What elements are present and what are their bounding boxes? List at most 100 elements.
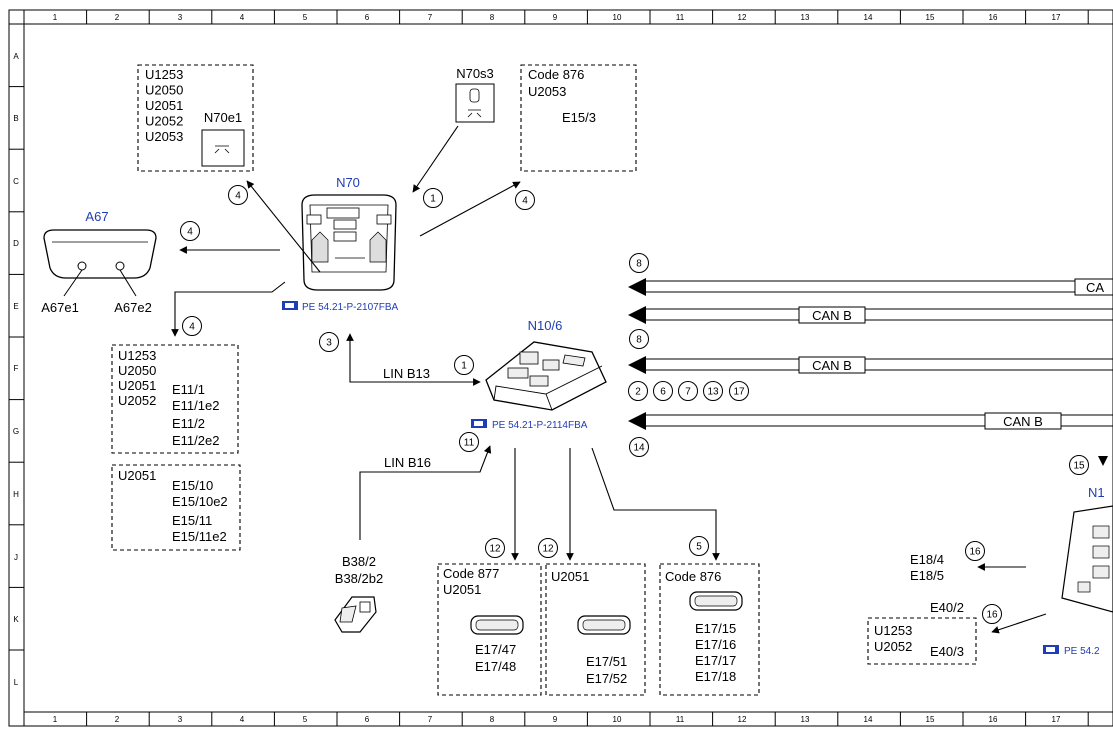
- callout-circle: [228, 185, 248, 205]
- callout-circle: [965, 541, 985, 561]
- n10-6-reference-link[interactable]: PE 54.21-P-2114FBA: [471, 419, 588, 431]
- n70-control-panel: [301, 194, 397, 291]
- box-bottom-2-codes: U2051: [551, 569, 589, 584]
- code-label: U1253: [145, 67, 183, 82]
- arrow-n70-to-left-box: [171, 281, 286, 337]
- callout-circle: [1069, 455, 1089, 475]
- n1x-down-arrow: [1098, 456, 1108, 466]
- can-label-box-4: [984, 412, 1062, 430]
- grid-col-bottom-label: 2: [115, 715, 120, 724]
- grid-col-bottom-label: 17: [1052, 715, 1061, 724]
- grid-row-label: G: [13, 427, 19, 436]
- can-label-1: CA: [1086, 280, 1104, 295]
- n70e1-lamp: [201, 129, 245, 167]
- callout-circle: [982, 604, 1002, 624]
- grid-row-label: D: [13, 239, 19, 248]
- n70-label: N70: [336, 175, 360, 190]
- grid-col-top-label: 1: [53, 13, 58, 22]
- grid-row-label: L: [14, 678, 19, 687]
- grid-col-bottom-label: 8: [490, 715, 495, 724]
- lamp-e17-51: [577, 615, 631, 635]
- frame-border: [8, 9, 1113, 727]
- grid-col-bottom-label: 13: [801, 715, 810, 724]
- n1x-reference-link[interactable]: PE 54.2: [1043, 645, 1100, 657]
- box-left-2-codes: U2051: [118, 468, 156, 483]
- grid-col-top-label: 13: [801, 13, 810, 22]
- n10-6-control-unit: [485, 341, 607, 411]
- grid-col-bottom-label: 11: [676, 715, 685, 724]
- component-label: E17/51: [586, 654, 627, 669]
- grid-col-top-label: 5: [303, 13, 308, 22]
- callout-number: 15: [1073, 461, 1085, 472]
- box-bottom-2: [545, 563, 646, 696]
- can-label-box-1: [1074, 278, 1113, 296]
- can-label-2: CAN B: [812, 308, 852, 323]
- n70s3-switch: [455, 83, 495, 123]
- callout-circle: [629, 329, 649, 349]
- component-label: E17/48: [475, 659, 516, 674]
- can-bus-line-1: [628, 278, 1113, 296]
- e40-3-label: E40/3: [930, 644, 964, 659]
- callout-number: 4: [522, 196, 528, 207]
- grid-col-top-label: 17: [1052, 13, 1061, 22]
- code-label: U1253: [118, 348, 156, 363]
- grid-col-bottom-label: 15: [926, 715, 935, 724]
- callout-number: 4: [189, 322, 195, 333]
- n1x-label: N1: [1088, 485, 1105, 500]
- component-label: E17/18: [695, 669, 736, 684]
- code-label: U2051: [551, 569, 589, 584]
- callout-circle: [629, 437, 649, 457]
- callout-circle: [689, 536, 709, 556]
- callout-number: 6: [660, 387, 666, 398]
- grid-row-label: E: [13, 302, 18, 311]
- box-top-middle: [520, 64, 637, 172]
- box-bottom-3: [659, 563, 760, 696]
- code-label: U2050: [145, 83, 183, 98]
- code-label: U2051: [443, 582, 481, 597]
- callout-circle: [515, 190, 535, 210]
- arrow-to-bottom-right: [991, 613, 1047, 634]
- n70-reference-link[interactable]: PE 54.21-P-2107FBA: [282, 301, 398, 313]
- component-label: E15/10: [172, 478, 213, 493]
- callout-circle: [628, 381, 648, 401]
- callout-number: 2: [635, 387, 641, 398]
- callout-number: 1: [461, 361, 467, 372]
- grid-col-bottom-label: 12: [738, 715, 747, 724]
- code-label: U2051: [118, 468, 156, 483]
- can-label-box-2: [798, 306, 866, 324]
- callout-circle: [180, 221, 200, 241]
- box-bottom-3-codes: Code 876: [665, 569, 721, 584]
- component-label: E11/2e2: [172, 433, 219, 448]
- b38-2-rain-light-sensor: [334, 596, 377, 633]
- grid-col-bottom-label: 7: [428, 715, 433, 724]
- grid-col-bottom-label: 3: [178, 715, 183, 724]
- callout-circle: [653, 381, 673, 401]
- lin-b13-label: LIN B13: [383, 366, 430, 381]
- grid-row-label: K: [13, 615, 19, 624]
- grid-col-top-label: 11: [676, 13, 685, 22]
- component-label: E15/10e2: [172, 494, 228, 509]
- grid-col-top-label: 14: [864, 13, 873, 22]
- box-top-left: [137, 64, 254, 172]
- callout-number: 7: [685, 387, 691, 398]
- b38-2-label: B38/2: [342, 554, 376, 569]
- component-label: E15/11: [172, 513, 212, 528]
- callout-circle: [485, 538, 505, 558]
- code-label: Code 877: [443, 566, 499, 581]
- component-label: E18/5: [910, 568, 944, 583]
- lin-b16-label: LIN B16: [384, 455, 431, 470]
- callout-number: 4: [235, 191, 241, 202]
- can-bus-line-2: [628, 306, 1113, 324]
- a67e2-label: A67e2: [114, 300, 152, 315]
